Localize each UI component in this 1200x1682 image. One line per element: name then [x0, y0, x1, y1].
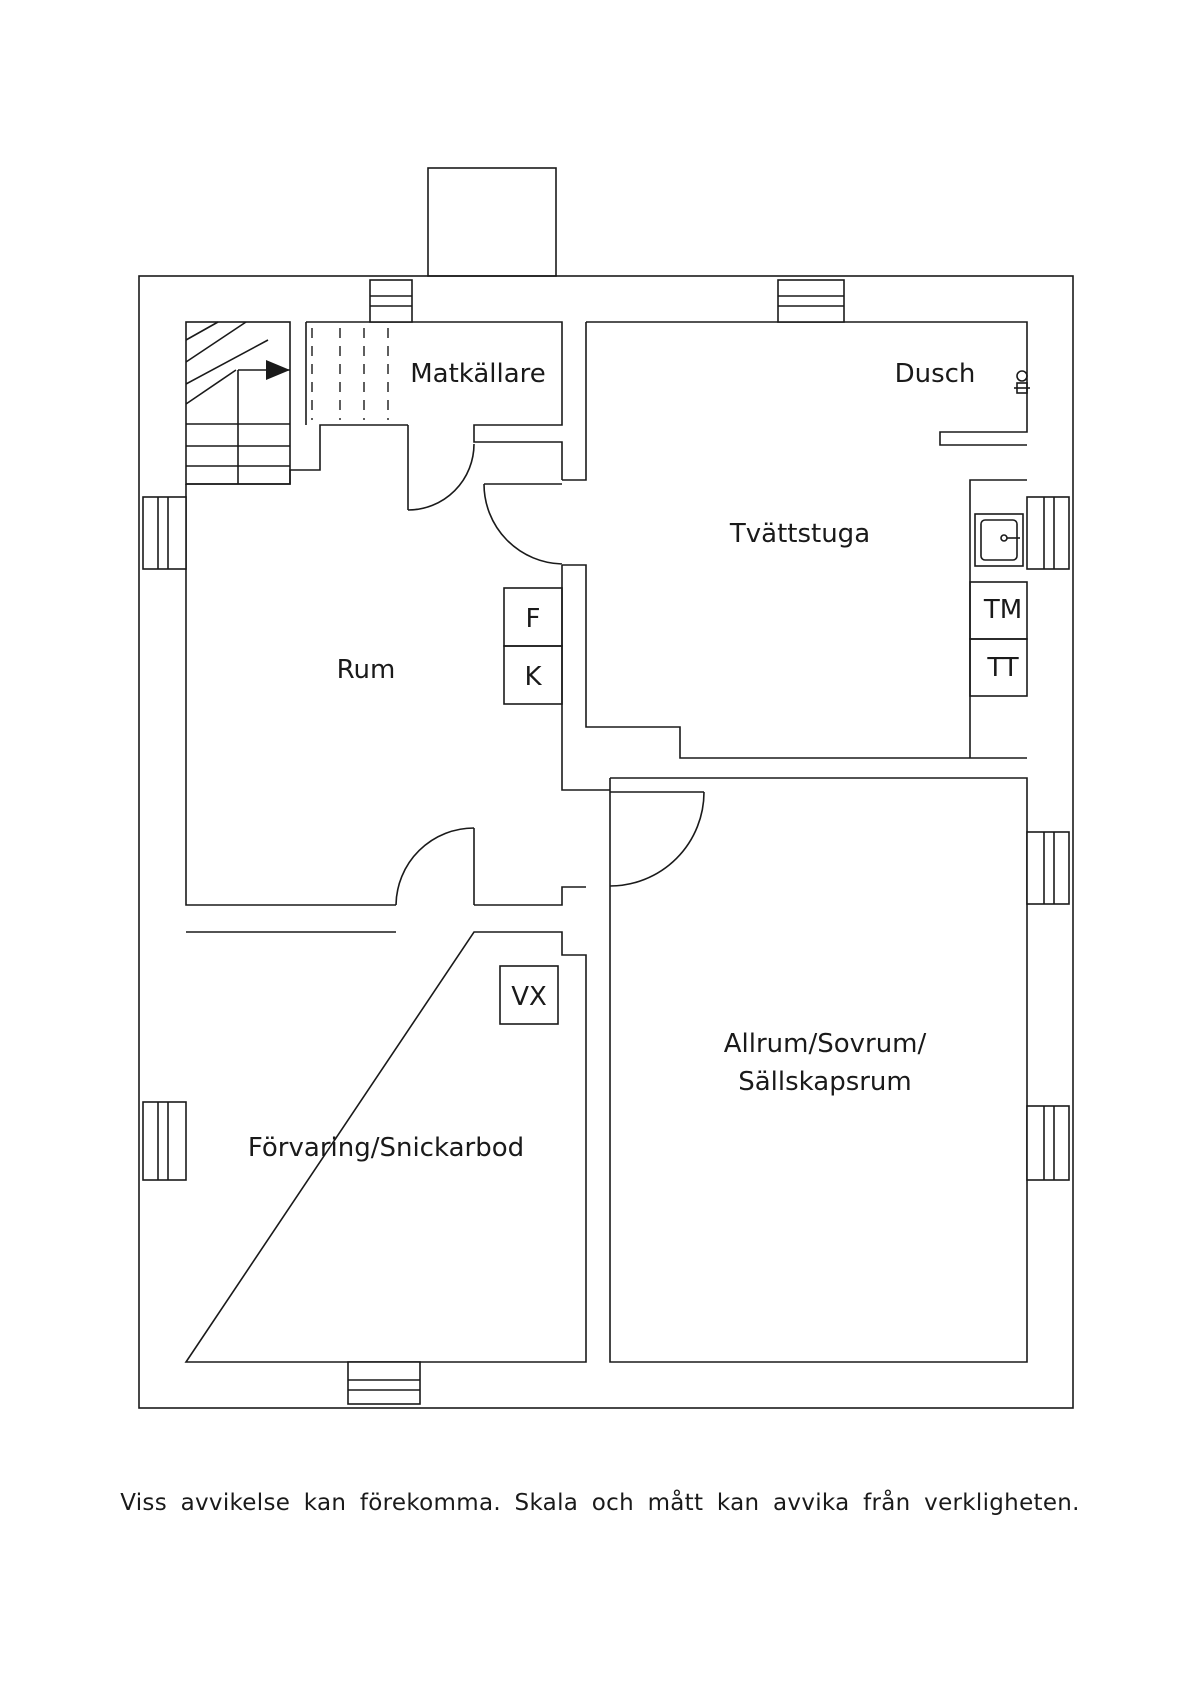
stair-direction-arrow-icon: [266, 360, 290, 380]
room-label-matkallare: Matkällare: [410, 359, 546, 389]
fixture-label-freezer: F: [526, 604, 541, 634]
storage-walls: [184, 931, 587, 1363]
ventilation-box: [499, 965, 559, 1025]
fixture-label-ventilation: VX: [511, 982, 547, 1012]
fridge-box: [503, 645, 563, 705]
windows: [142, 279, 1070, 1405]
allrum-walls: [609, 777, 1028, 1363]
sink-icon: [974, 513, 1024, 567]
room-label-rum: Rum: [337, 655, 396, 685]
room-label-dusch: Dusch: [895, 359, 976, 389]
fixture-label-dryer: TT: [986, 653, 1018, 683]
room-label-tvattstuga: Tvättstuga: [729, 519, 870, 549]
pantry-steps: [311, 328, 389, 420]
allrum-door-swing: [609, 791, 705, 887]
disclaimer-text: Viss avvikelse kan förekomma. Skala och …: [120, 1490, 1080, 1516]
chimney: [427, 167, 557, 277]
fixture-label-washer: TM: [983, 595, 1022, 625]
laundry-door-swing: [483, 483, 563, 565]
laundry-walls: [562, 321, 1028, 759]
fixture-label-fridge: K: [524, 662, 542, 692]
pantry-door-swing: [407, 443, 475, 511]
dryer-box: [969, 638, 1028, 697]
room-label-allrum-line2: Sällskapsrum: [738, 1067, 912, 1097]
outer-wall: [138, 275, 1074, 1409]
staircase: [185, 321, 291, 485]
rum-walls: [185, 484, 610, 906]
shower-head-icon: [1014, 370, 1030, 394]
storage-door-swing: [395, 827, 475, 906]
room-label-allrum-line1: Allrum/Sovrum/: [724, 1029, 927, 1059]
room-label-forvaring: Förvaring/Snickarbod: [248, 1133, 524, 1163]
pantry-walls: [186, 321, 563, 485]
